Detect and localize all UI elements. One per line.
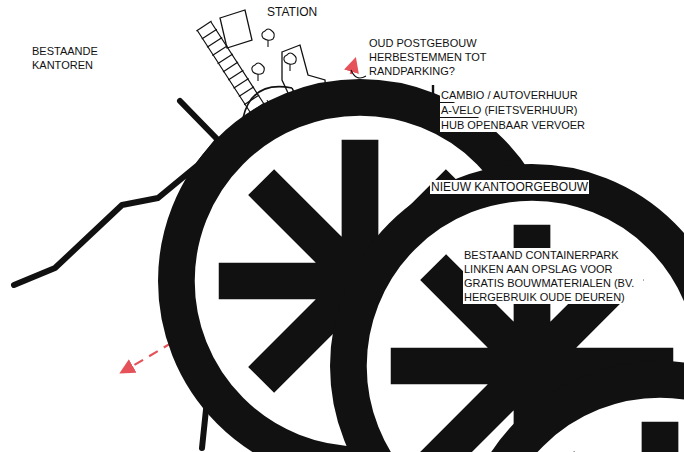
map-annotation: HUB OPENBAAR VERVOER [440,118,586,132]
rail-tie [223,62,238,72]
map-annotation: NIEUW KANTOORGEBOUW [430,180,589,194]
map-annotation: OUD POSTGEBOUW HERBESTEMMEN TOT RANDPARK… [368,36,498,78]
tree [252,63,264,81]
tree [262,29,274,47]
legend-entry: BESTAANDE KANTOREN [32,44,132,72]
rail-tie [207,38,222,48]
office-symbols [176,97,684,452]
tree [284,53,296,71]
rail-tie [234,79,249,89]
map-annotation: CAMBIO / AUTOVERHUUR [440,88,579,102]
map-annotation: STATION [266,5,318,19]
rail-tie [239,87,254,97]
map-annotation: A-VELO (FIETSVERHUUR) [440,103,578,117]
rail-tie [218,54,233,64]
rail-tie [212,46,227,56]
legend-text: BESTAANDE KANTOREN [32,45,98,71]
map-annotation: BESTAAND CONTAINERPARK LINKEN AAN OPSLAG… [463,248,643,304]
rail-tie [196,21,211,31]
rail-tie [202,29,217,39]
rail-tie [228,70,243,80]
